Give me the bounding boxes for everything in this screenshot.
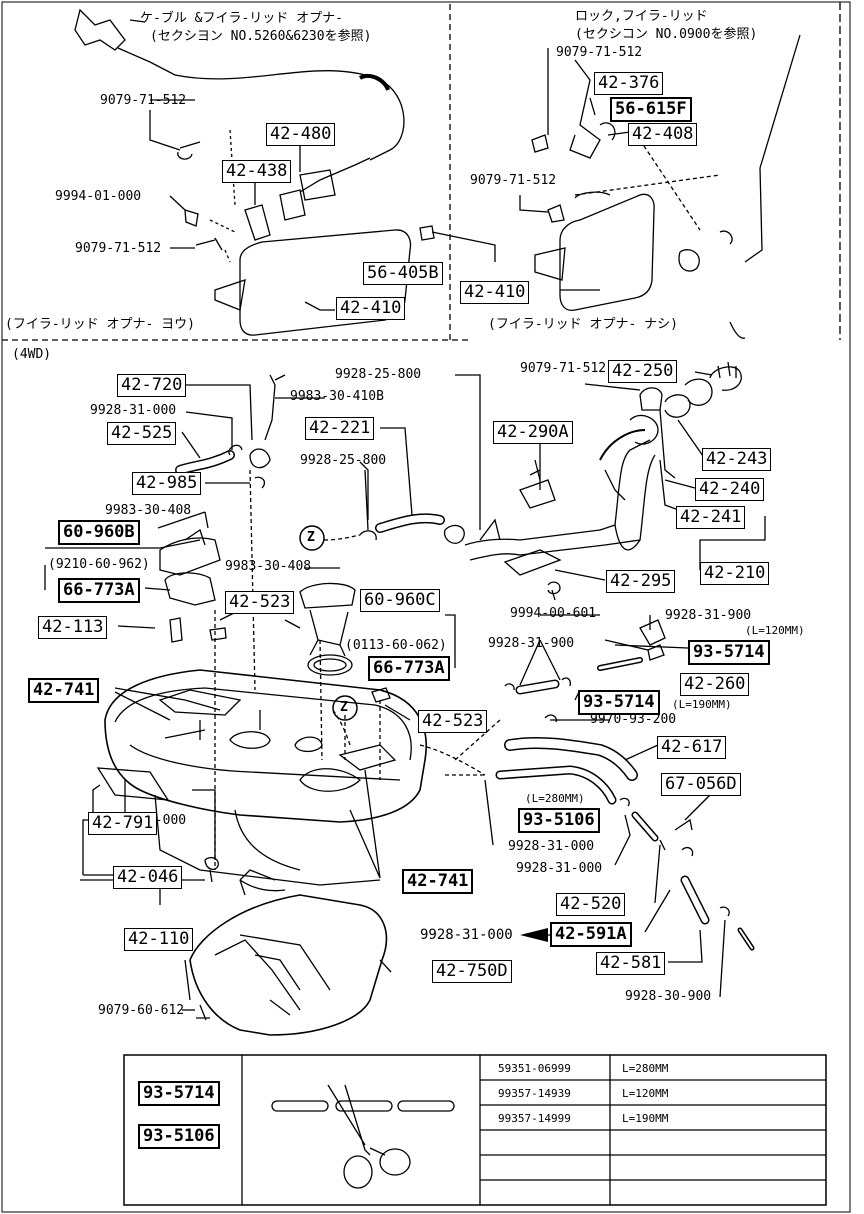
part-box-42-046[interactable]: 42-046 [113, 866, 183, 889]
part-box-42-241[interactable]: 42-241 [676, 506, 746, 529]
part-box-93-5714-upper[interactable]: 93-5714 [688, 640, 770, 665]
z-mark-upper: Z [307, 530, 315, 545]
part-box-42-591a[interactable]: 42-591A [550, 922, 632, 947]
label-9928-31-000-c: 9928-31-000 [516, 861, 603, 876]
label-9928-31-000-b: 9928-31-000 [508, 839, 595, 854]
part-box-42-243[interactable]: 42-243 [702, 448, 772, 471]
table-len-row-2: L=120MM [622, 1087, 669, 1100]
tr-note-line2: (セクシコン NO.0900を参照) [575, 27, 758, 42]
part-box-42-110[interactable]: 42-110 [124, 928, 194, 951]
label-length-120: (L=120MM) [745, 624, 805, 637]
label-9928-31-900-b: 9928-31-900 [488, 636, 575, 651]
part-box-93-5106[interactable]: 93-5106 [518, 808, 600, 833]
part-box-42-741-upper[interactable]: 42-741 [28, 678, 100, 703]
part-box-42-408[interactable]: 42-408 [628, 123, 698, 146]
part-box-42-221[interactable]: 42-221 [305, 417, 375, 440]
part-box-93-5714-lower[interactable]: 93-5714 [578, 690, 660, 715]
part-box-42-523-lower[interactable]: 42-523 [418, 710, 488, 733]
label-length-190: (L=190MM) [672, 698, 732, 711]
tr-label-screw-b: 9079-71-512 [470, 173, 557, 188]
part-box-60-960c[interactable]: 60-960C [360, 589, 440, 612]
z-mark-lower: Z [340, 700, 348, 715]
part-box-42-410-left[interactable]: 42-410 [336, 297, 406, 320]
part-box-42-480[interactable]: 42-480 [266, 123, 336, 146]
part-box-42-791[interactable]: 42-791 [88, 812, 158, 835]
tr-note-line1: ロック,フイラ-リッド [575, 9, 708, 24]
part-box-42-523-upper[interactable]: 42-523 [225, 591, 295, 614]
label-9928-31-900-a: 9928-31-900 [665, 608, 752, 623]
label-9983-30-408-a: 9983-30-408 [105, 503, 192, 518]
tl-note-line1: ケ-ブル &フイラ-リッド オプナ- [140, 11, 343, 26]
part-box-42-210[interactable]: 42-210 [700, 562, 770, 585]
part-box-56-405b[interactable]: 56-405B [363, 262, 443, 285]
label-9079-71-512: 9079-71-512 [520, 361, 607, 376]
tl-label-nut: 9994-01-000 [55, 189, 142, 204]
table-len-row-1: L=280MM [622, 1062, 669, 1075]
label-9983-30-408-b: 9983-30-408 [225, 559, 312, 574]
table-part-row-3: 99357-14999 [498, 1112, 571, 1125]
part-box-42-581[interactable]: 42-581 [596, 952, 666, 975]
label-9994-00-601: 9994-00-601 [510, 606, 597, 621]
part-box-42-720[interactable]: 42-720 [117, 374, 187, 397]
label-9983-30-410b: 9983-30-410B [290, 389, 384, 404]
label-9928-25-800-a: 9928-25-800 [335, 367, 422, 382]
part-box-60-960b[interactable]: 60-960B [58, 520, 140, 545]
label-9928-30-900: 9928-30-900 [625, 989, 712, 1004]
tr-label-screw-a: 9079-71-512 [556, 45, 643, 60]
label-9928-31-000-e: 9928-31-000 [420, 927, 513, 943]
tr-caption: (フイラ-リッド オプナ- ナシ) [488, 317, 678, 332]
part-box-42-520[interactable]: 42-520 [556, 893, 626, 916]
z-marks [299, 525, 548, 942]
table-box-93-5714[interactable]: 93-5714 [138, 1081, 220, 1106]
part-box-56-615f[interactable]: 56-615F [610, 97, 692, 122]
label-9970-93-200: 9970-93-200 [590, 712, 677, 727]
part-box-66-773a-right[interactable]: 66-773A [368, 656, 450, 681]
part-box-42-376[interactable]: 42-376 [594, 72, 664, 95]
part-box-42-525[interactable]: 42-525 [107, 422, 177, 445]
label-9079-60-612: 9079-60-612 [98, 1003, 185, 1018]
table-box-93-5106[interactable]: 93-5106 [138, 1124, 220, 1149]
part-box-42-985[interactable]: 42-985 [132, 472, 202, 495]
part-box-42-260[interactable]: 42-260 [680, 673, 750, 696]
part-box-66-773a-left[interactable]: 66-773A [58, 578, 140, 603]
label-0113-60-062: (0113-60-062) [345, 638, 447, 653]
part-box-42-617[interactable]: 42-617 [657, 736, 727, 759]
part-box-42-741-lower[interactable]: 42-741 [402, 869, 474, 894]
part-box-42-250[interactable]: 42-250 [608, 360, 678, 383]
part-box-42-295[interactable]: 42-295 [606, 570, 676, 593]
tl-label-screw-a: 9079-71-512 [100, 93, 187, 108]
part-box-42-750d[interactable]: 42-750D [432, 960, 512, 983]
tl-note-line2: (セクシヨン NO.5260&6230を参照) [150, 29, 372, 44]
part-box-42-410-right[interactable]: 42-410 [460, 281, 530, 304]
table-part-row-1: 59351-06999 [498, 1062, 571, 1075]
part-box-42-240[interactable]: 42-240 [695, 478, 765, 501]
part-box-67-056d[interactable]: 67-056D [661, 773, 741, 796]
part-box-42-290a[interactable]: 42-290A [493, 421, 573, 444]
label-9928-31-000-a: 9928-31-000 [90, 403, 177, 418]
label-9210-60-962: (9210-60-962) [48, 557, 150, 572]
table-len-row-3: L=190MM [622, 1112, 669, 1125]
label-length-280: (L=280MM) [525, 792, 585, 805]
table-part-row-2: 99357-14939 [498, 1087, 571, 1100]
tl-label-screw-b: 9079-71-512 [75, 241, 162, 256]
tl-caption: (フイラ-リッド オプナ- ヨウ) [5, 317, 195, 332]
part-box-42-438[interactable]: 42-438 [222, 160, 292, 183]
label-9928-25-800-b: 9928-25-800 [300, 453, 387, 468]
section-4wd-label: (4WD) [12, 347, 52, 362]
part-box-42-113[interactable]: 42-113 [38, 616, 108, 639]
